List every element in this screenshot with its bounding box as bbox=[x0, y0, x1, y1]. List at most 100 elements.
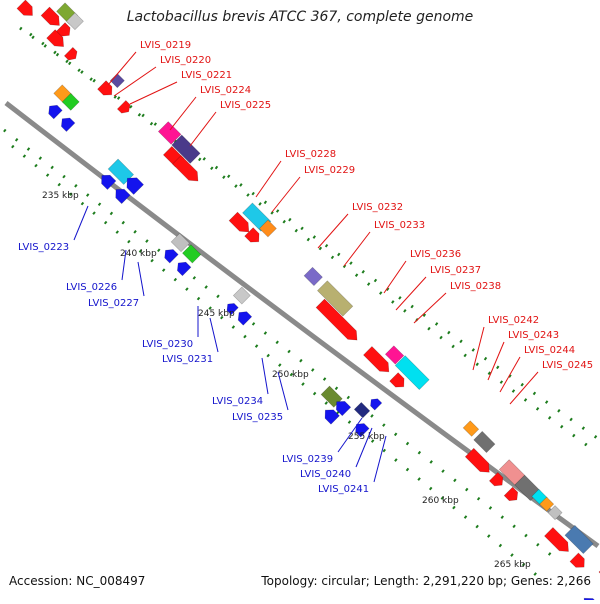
forward-gene-extra-23-shape bbox=[564, 524, 594, 555]
forward-gene-11-shape bbox=[389, 372, 405, 388]
reverse-gene-22 bbox=[583, 597, 600, 604]
forward-gene-extra-11-shape bbox=[259, 219, 277, 238]
forward-gene-extra-6 bbox=[109, 73, 125, 89]
forward-gene-1 bbox=[16, 0, 33, 16]
forward-gene-extra-17-shape bbox=[473, 430, 496, 453]
forward-gene-extra-5-shape bbox=[56, 22, 71, 37]
forward-gene-label: LVIS_0245 bbox=[542, 360, 593, 371]
scale-label: 235 kbp bbox=[42, 191, 79, 201]
scale-label: 250 kbp bbox=[272, 370, 309, 380]
reverse-gene-22-shape bbox=[583, 597, 600, 604]
forward-gene-14 bbox=[503, 486, 519, 502]
reverse-leader bbox=[373, 435, 387, 483]
reverse-gene-10 bbox=[182, 244, 202, 264]
tick-line-outer bbox=[29, 32, 597, 454]
forward-leader bbox=[472, 326, 485, 371]
reverse-gene-label: LVIS_0223 bbox=[18, 242, 69, 253]
forward-leader bbox=[107, 51, 137, 86]
reverse-gene-12-shape bbox=[177, 261, 192, 277]
forward-gene-12 bbox=[464, 447, 490, 473]
reverse-leader bbox=[337, 417, 363, 453]
forward-gene-label: LVIS_0232 bbox=[352, 202, 403, 213]
forward-leader bbox=[113, 66, 157, 97]
forward-gene-extra-21-shape bbox=[539, 496, 555, 512]
forward-gene-label: LVIS_0220 bbox=[160, 55, 211, 66]
forward-gene-extra-9-shape bbox=[172, 155, 199, 182]
forward-gene-16 bbox=[569, 552, 585, 568]
reverse-leader bbox=[73, 205, 89, 241]
reverse-gene-2 bbox=[61, 92, 80, 111]
forward-gene-15-shape bbox=[544, 527, 569, 552]
accession-text: Accession: NC_008497 bbox=[9, 574, 146, 588]
reverse-gene-13 bbox=[232, 286, 251, 305]
forward-gene-9 bbox=[315, 298, 358, 341]
forward-gene-label: LVIS_0228 bbox=[285, 149, 336, 160]
reverse-gene-15 bbox=[226, 303, 239, 316]
forward-gene-7-shape bbox=[228, 211, 250, 233]
forward-gene-label: LVIS_0233 bbox=[374, 220, 425, 231]
reverse-gene-14-shape bbox=[237, 311, 253, 326]
tick-line-inner bbox=[3, 128, 561, 564]
reverse-gene-15-shape bbox=[226, 303, 239, 316]
forward-gene-extra-19 bbox=[514, 474, 541, 502]
reverse-leader bbox=[137, 261, 145, 297]
reverse-gene-label: LVIS_0226 bbox=[66, 282, 117, 293]
forward-leader bbox=[169, 96, 197, 131]
reverse-gene-12 bbox=[177, 261, 192, 277]
forward-gene-extra-23 bbox=[564, 524, 594, 555]
forward-gene-label: LVIS_0219 bbox=[140, 40, 191, 51]
reverse-gene-3-shape bbox=[48, 104, 63, 120]
reverse-leader bbox=[209, 317, 219, 353]
reverse-gene-9-shape bbox=[170, 232, 190, 253]
forward-gene-label: LVIS_0236 bbox=[410, 249, 461, 260]
forward-gene-7 bbox=[228, 211, 250, 233]
reverse-gene-4 bbox=[61, 117, 76, 132]
forward-gene-extra-3-shape bbox=[66, 12, 84, 31]
forward-gene-extra-21 bbox=[539, 496, 555, 512]
forward-gene-12-shape bbox=[464, 447, 490, 473]
reverse-leader bbox=[277, 371, 289, 411]
reverse-gene-19 bbox=[353, 401, 371, 419]
forward-gene-extra-1-shape bbox=[40, 6, 60, 26]
reverse-leader bbox=[121, 249, 127, 281]
reverse-gene-11-shape bbox=[164, 249, 179, 264]
scale-label: 255 kbp bbox=[348, 432, 385, 442]
reverse-gene-6-shape bbox=[126, 177, 144, 195]
forward-gene-10-shape bbox=[363, 346, 390, 373]
forward-gene-extra-12-shape bbox=[303, 266, 323, 287]
genome-summary-text: Topology: circular; Length: 2,291,220 bp… bbox=[261, 574, 591, 588]
forward-gene-extra-15 bbox=[394, 355, 430, 391]
forward-leader bbox=[499, 356, 521, 393]
reverse-leader bbox=[261, 357, 269, 395]
forward-gene-extra-17 bbox=[473, 430, 496, 453]
forward-gene-15 bbox=[544, 527, 569, 552]
forward-gene-8 bbox=[244, 227, 260, 243]
reverse-gene-8 bbox=[115, 188, 131, 205]
forward-leader bbox=[383, 260, 407, 294]
forward-gene-extra-7-shape bbox=[157, 121, 182, 145]
reverse-gene-18-shape bbox=[324, 409, 340, 425]
reverse-leader bbox=[355, 427, 373, 468]
reverse-gene-3 bbox=[48, 104, 63, 120]
forward-gene-extra-14-shape bbox=[384, 345, 405, 365]
forward-leader bbox=[343, 231, 371, 267]
forward-gene-5-shape bbox=[116, 100, 131, 114]
forward-gene-extra-12 bbox=[303, 266, 323, 287]
forward-gene-13 bbox=[488, 471, 504, 487]
forward-gene-extra-22-shape bbox=[547, 505, 563, 521]
forward-gene-extra-13-shape bbox=[317, 280, 354, 317]
forward-gene-3 bbox=[63, 46, 78, 61]
reverse-gene-21-shape bbox=[370, 398, 383, 411]
forward-gene-label: LVIS_0243 bbox=[508, 330, 559, 341]
tick-line-inner-2 bbox=[11, 144, 541, 580]
forward-gene-11 bbox=[389, 372, 405, 388]
scale-label: 260 kbp bbox=[422, 496, 459, 506]
forward-gene-extra-14 bbox=[384, 345, 405, 365]
reverse-gene-5 bbox=[107, 158, 135, 185]
forward-gene-extra-1 bbox=[40, 6, 60, 26]
reverse-gene-19-shape bbox=[353, 401, 371, 419]
forward-gene-8-shape bbox=[244, 227, 260, 243]
reverse-gene-7 bbox=[101, 174, 117, 190]
forward-gene-label: LVIS_0225 bbox=[220, 100, 271, 111]
forward-gene-extra-15-shape bbox=[394, 355, 430, 391]
